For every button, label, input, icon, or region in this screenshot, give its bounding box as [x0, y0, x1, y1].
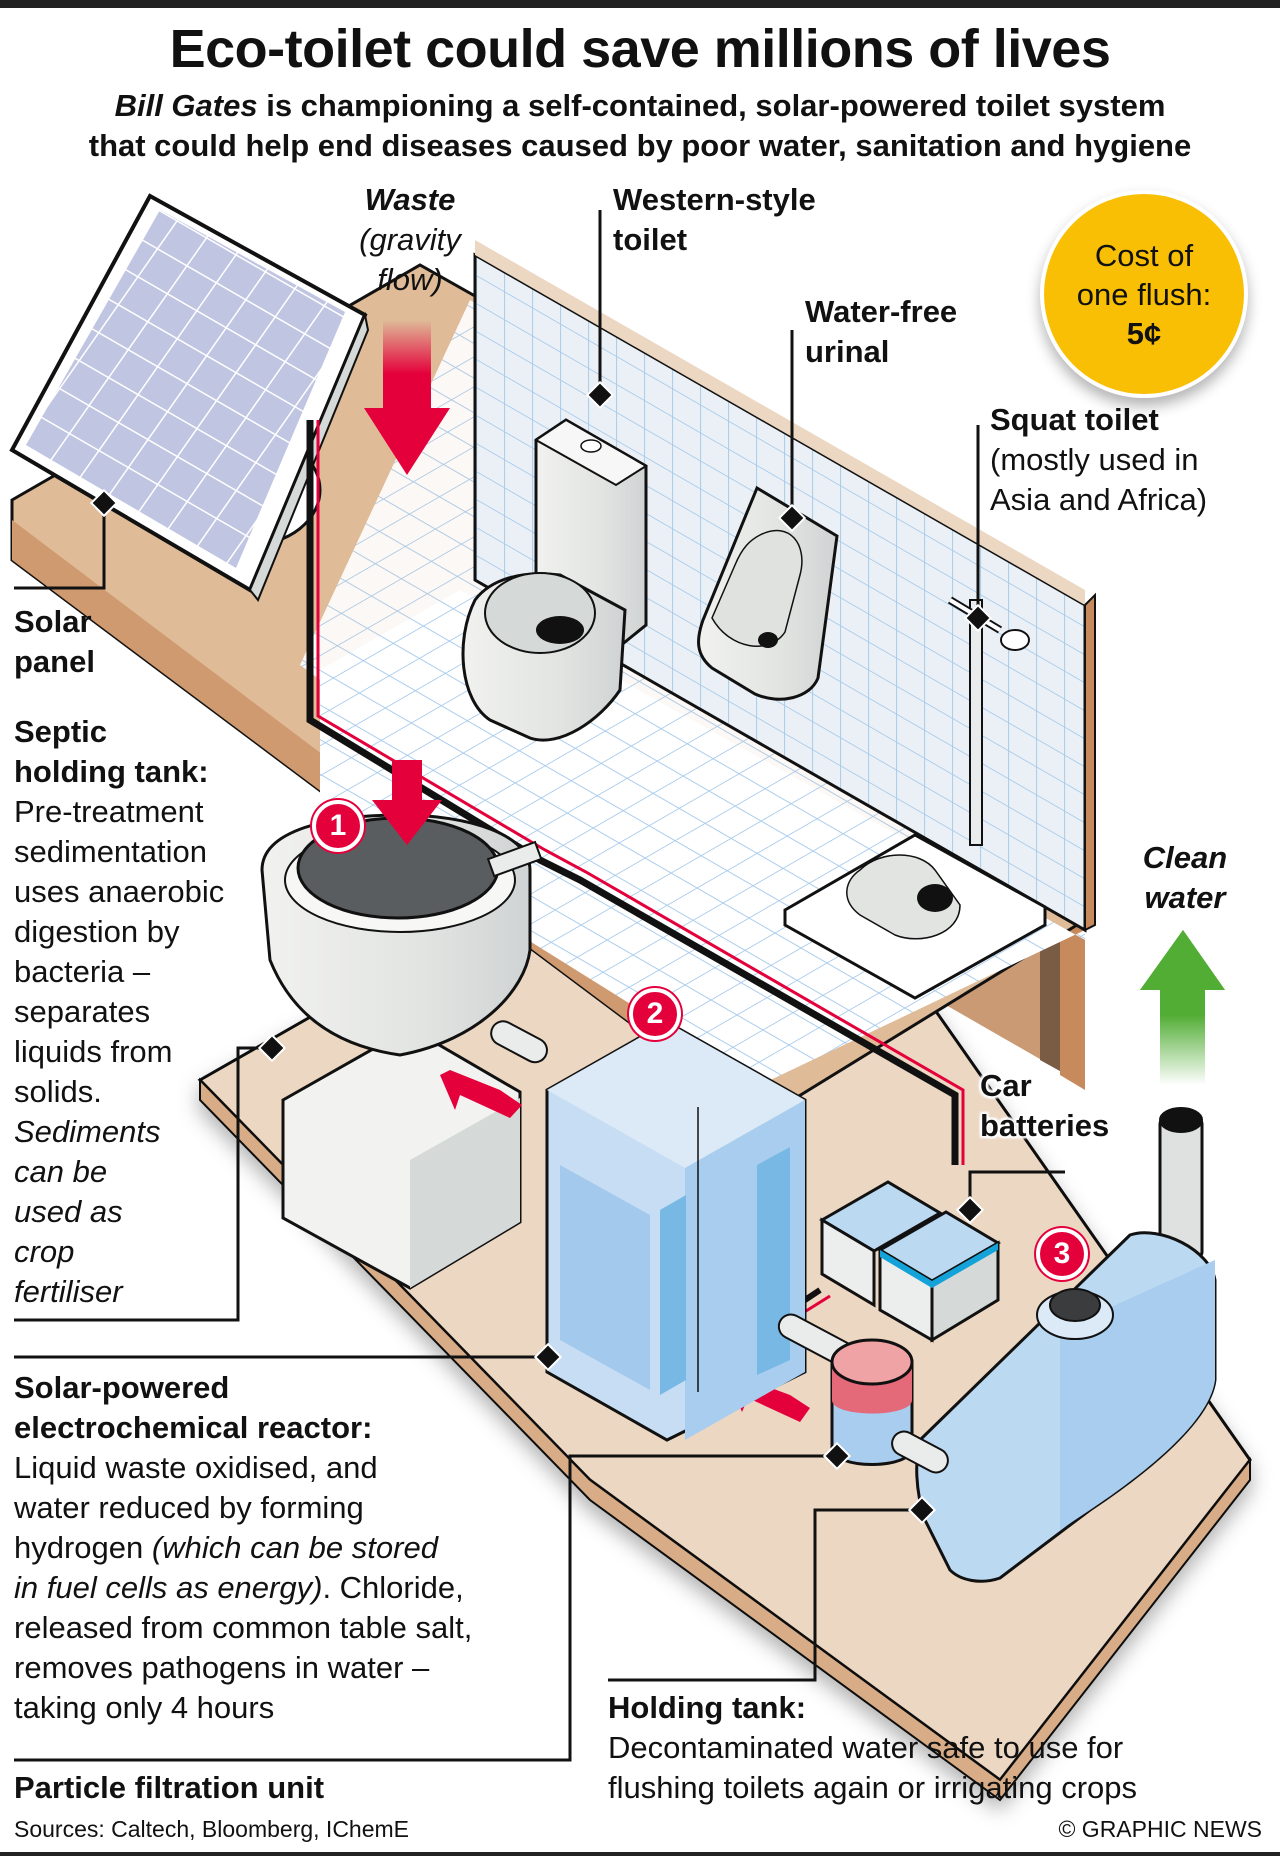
car-batteries — [819, 1180, 1001, 1343]
reactor-title-line2: electrochemical reactor: — [14, 1410, 373, 1445]
step-badge-3: 3 — [1036, 1228, 1088, 1280]
western-toilet-label-line1: Western-style — [613, 182, 816, 217]
western-toilet — [461, 418, 648, 742]
septic-title-line1: Septic — [14, 714, 108, 749]
waste-label-title: Waste — [364, 182, 456, 217]
leader-diamonds — [89, 380, 993, 1525]
reactor-text-line: water reduced by forming — [14, 1490, 364, 1525]
reactor-text-line: in fuel cells as energy). Chloride, — [14, 1568, 472, 1608]
reactor-title-line1: Solar-powered — [14, 1370, 230, 1405]
holding-tank-text-line: Decontaminated water safe to use for — [608, 1730, 1124, 1765]
clean-water-arrow — [1140, 930, 1225, 1085]
subtitle: Bill Gates is championing a self-contain… — [0, 86, 1280, 166]
cost-label-line1: Cost of — [1094, 237, 1194, 273]
reactor-text-italic: (which can be stored — [151, 1530, 438, 1565]
credit: © GRAPHIC NEWS — [1058, 1816, 1262, 1842]
clean-water-label-line1: Clean — [1142, 840, 1228, 875]
septic-italic-line: fertiliser — [14, 1274, 123, 1309]
page-title: Eco-toilet could save millions of lives — [169, 19, 1111, 79]
cost-value: 5¢ — [1126, 315, 1162, 351]
reactor-text-normal: hydrogen — [14, 1530, 152, 1565]
waste-label-line3: flow) — [377, 262, 443, 297]
squat-toilet-label: Squat toilet (mostly used in Asia and Af… — [990, 400, 1207, 520]
squat-toilet-label-line3: Asia and Africa) — [990, 482, 1208, 517]
subtitle-person: Bill Gates — [114, 88, 258, 123]
sources: Sources: Caltech, Bloomberg, IChemE — [14, 1816, 410, 1842]
holding-tank — [891, 1107, 1217, 1583]
septic-text-line: Pre-treatment — [14, 794, 204, 829]
subtitle-line2: that could help end diseases caused by p… — [88, 128, 1192, 163]
waste-label: Waste (gravity flow) — [330, 180, 490, 300]
reactor-text-line: removes pathogens in water – — [14, 1650, 430, 1685]
reactor-description: Solar-powered electrochemical reactor: L… — [14, 1368, 472, 1728]
septic-tank-description: Septic holding tank: Pre-treatment sedim… — [14, 712, 224, 1312]
waste-label-line2: (gravity — [359, 222, 461, 257]
solar-panel-label-line2: panel — [14, 644, 95, 679]
septic-italic-line: can be — [14, 1154, 108, 1189]
septic-italic-line: Sediments — [14, 1114, 161, 1149]
septic-text-line: solids. — [14, 1074, 102, 1109]
holding-tank-description: Holding tank: Decontaminated water safe … — [608, 1688, 1137, 1808]
car-batteries-label-line1: Car — [980, 1068, 1032, 1103]
urinal-label: Water-free urinal — [805, 292, 957, 372]
subtitle-line1: is championing a self-contained, solar-p… — [257, 88, 1166, 123]
septic-italic-line: crop — [14, 1234, 75, 1269]
western-toilet-label-line2: toilet — [613, 222, 688, 257]
car-batteries-label-line2: batteries — [980, 1108, 1110, 1143]
septic-text-line: bacteria – — [14, 954, 151, 989]
solar-panel — [9, 193, 370, 602]
clean-water-label: Clean water — [1120, 838, 1250, 918]
septic-text-line: liquids from — [14, 1034, 173, 1069]
bottom-rule — [0, 1852, 1280, 1856]
holding-tank-text-line: flushing toilets again or irrigating cro… — [608, 1770, 1137, 1805]
reactor-text-italic: in fuel cells as energy) — [14, 1570, 323, 1605]
solar-panel-label-line1: Solar — [14, 604, 92, 639]
urinal-label-line2: urinal — [805, 334, 890, 369]
top-rule — [0, 0, 1280, 8]
reactor-text-line: taking only 4 hours — [14, 1690, 275, 1725]
leader-lines — [14, 210, 1065, 1762]
septic-text-line: digestion by — [14, 914, 180, 949]
urinal — [697, 485, 839, 701]
septic-text-line: separates — [14, 994, 151, 1029]
reactor-text-normal: . Chloride, — [322, 1570, 464, 1605]
step-badge-2: 2 — [629, 988, 681, 1040]
septic-text-line: uses anaerobic — [14, 874, 225, 909]
squat-toilet-label-line2: (mostly used in — [990, 442, 1199, 477]
electrochemical-reactor — [545, 1020, 807, 1442]
septic-title-line2: holding tank: — [14, 754, 209, 789]
squat-toilet-label-title: Squat toilet — [990, 402, 1159, 437]
holding-tank-title: Holding tank: — [608, 1690, 807, 1725]
urinal-label-line1: Water-free — [805, 294, 958, 329]
car-batteries-label: Car batteries — [980, 1066, 1109, 1146]
western-toilet-label: Western-style toilet — [613, 180, 816, 260]
septic-text-line: sedimentation — [14, 834, 208, 869]
reactor-text-line: hydrogen (which can be stored — [14, 1528, 472, 1568]
step-badge-1: 1 — [312, 800, 364, 852]
reactor-text-line: released from common table salt, — [14, 1610, 473, 1645]
solar-panel-label: Solar panel — [14, 602, 95, 682]
cost-per-flush-badge: Cost of one flush: 5¢ — [1040, 190, 1248, 398]
reactor-text-line: Liquid waste oxidised, and — [14, 1450, 378, 1485]
particle-filtration-label: Particle filtration unit — [14, 1770, 325, 1805]
cost-label-line2: one flush: — [1076, 276, 1212, 312]
waste-flow-arrow — [364, 320, 450, 475]
clean-water-label-line2: water — [1144, 880, 1226, 915]
septic-italic-line: used as — [14, 1194, 123, 1229]
